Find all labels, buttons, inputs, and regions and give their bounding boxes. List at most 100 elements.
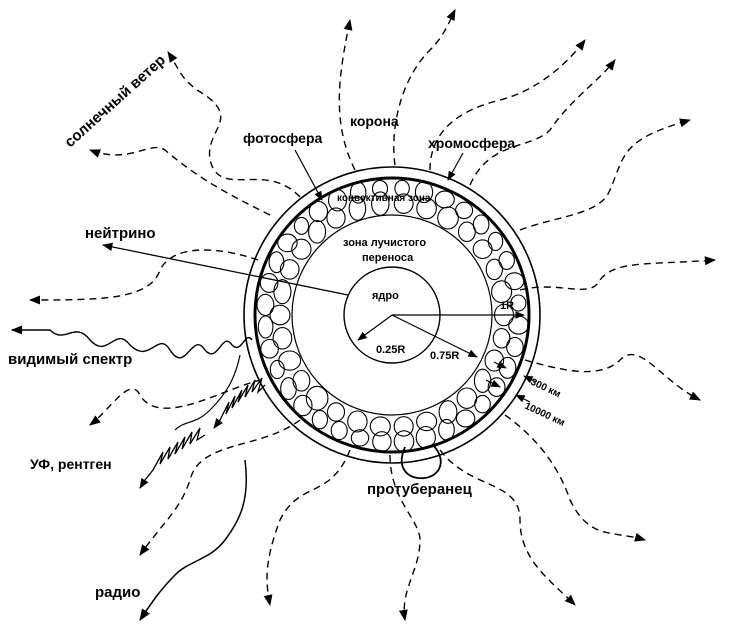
radius-025r-label: 0.25R bbox=[376, 344, 405, 356]
chromosphere-outer-circle bbox=[243, 166, 541, 464]
uv-xray-label: УФ, рентген bbox=[30, 456, 112, 472]
solar-wind-label: солнечный ветер bbox=[61, 52, 169, 151]
visible-spectrum-wave bbox=[10, 325, 253, 359]
wind-line bbox=[393, 8, 456, 166]
wind-line bbox=[28, 249, 259, 305]
radius-075r-label: 0.75R bbox=[430, 350, 459, 362]
convection-cell bbox=[456, 387, 478, 409]
convection-cell bbox=[327, 189, 348, 212]
wind-line bbox=[469, 59, 616, 186]
radiative-zone-label-line2: переноса bbox=[362, 252, 414, 264]
prominence-loop bbox=[400, 443, 442, 480]
wind-line bbox=[167, 51, 301, 198]
callout-lines bbox=[294, 149, 537, 403]
convection-cell bbox=[269, 359, 285, 380]
convection-cell bbox=[278, 350, 302, 371]
convection-cell bbox=[292, 369, 311, 392]
convection-cell bbox=[455, 409, 476, 428]
km10000-tick-upper bbox=[485, 379, 501, 388]
photosphere-label: фотосфера bbox=[243, 130, 322, 146]
convection-cell bbox=[293, 216, 310, 235]
convection-cell bbox=[350, 429, 370, 447]
convection-cell bbox=[291, 238, 312, 260]
wind-line bbox=[519, 256, 717, 291]
convection-cell bbox=[474, 394, 491, 414]
wind-line bbox=[524, 353, 702, 401]
convection-cell bbox=[506, 336, 524, 358]
radius-1r-label: 1R bbox=[500, 300, 514, 312]
radius-075r-arrow bbox=[391, 314, 478, 358]
convection-cell bbox=[308, 200, 329, 223]
convective-zone-label: конвективная зона bbox=[337, 193, 431, 204]
wind-line bbox=[429, 39, 586, 171]
convection-cell bbox=[277, 233, 298, 253]
convection-cell bbox=[269, 304, 291, 326]
core-label: ядро bbox=[372, 290, 399, 302]
convection-cell bbox=[260, 338, 279, 359]
convection-cell bbox=[348, 196, 367, 221]
chromosphere-label: хромосфера bbox=[428, 135, 515, 151]
convection-cell bbox=[487, 377, 506, 397]
neutrino-arrow bbox=[101, 242, 349, 296]
convection-cell bbox=[394, 179, 410, 198]
convection-cell bbox=[305, 385, 329, 411]
radius-arrows bbox=[357, 311, 525, 358]
convection-cell bbox=[369, 416, 391, 437]
convection-cell bbox=[272, 327, 293, 350]
wind-line bbox=[504, 414, 647, 542]
convection-cell bbox=[438, 418, 455, 441]
km10000-label: 10000 км bbox=[523, 401, 567, 429]
visible-spectrum-label: видимый спектр bbox=[8, 351, 132, 368]
convection-cell bbox=[492, 328, 511, 349]
convection-cell bbox=[485, 258, 503, 281]
wind-line bbox=[519, 118, 692, 231]
convection-cell bbox=[326, 402, 346, 422]
radius-025r-arrow bbox=[357, 314, 393, 341]
wind-line bbox=[89, 379, 263, 426]
chromosphere-callout bbox=[447, 152, 464, 181]
convection-cell bbox=[438, 400, 458, 424]
convection-cell bbox=[268, 251, 285, 274]
convection-cell bbox=[257, 315, 274, 339]
convection-cell bbox=[371, 179, 389, 198]
wind-line bbox=[338, 18, 356, 171]
convection-cell bbox=[457, 221, 476, 243]
neutrino-label: нейтрино bbox=[85, 225, 156, 242]
convection-cell bbox=[293, 394, 313, 417]
convection-cell bbox=[487, 231, 504, 252]
radiative-zone-label-line1: зона лучистого bbox=[343, 237, 426, 249]
corona-label: корона bbox=[350, 113, 399, 129]
convection-cell bbox=[415, 425, 436, 449]
km300-label: 300 км bbox=[529, 377, 563, 400]
convection-cell bbox=[280, 377, 297, 401]
solar-wind-streamlines bbox=[28, 8, 717, 622]
convection-cell bbox=[484, 349, 505, 372]
convection-cell bbox=[416, 197, 437, 220]
wind-line bbox=[139, 419, 301, 556]
wind-line bbox=[88, 146, 271, 216]
convection-cell bbox=[326, 207, 346, 229]
prominence-label: протуберанец bbox=[367, 481, 473, 498]
convection-cell bbox=[347, 410, 368, 433]
km300-tick-lower bbox=[523, 375, 537, 384]
convection-cell bbox=[371, 191, 390, 216]
convection-cell bbox=[472, 239, 493, 260]
convection-cell bbox=[311, 409, 329, 430]
convection-cell bbox=[472, 214, 490, 235]
convection-cell bbox=[349, 181, 367, 204]
km300-tick-upper bbox=[493, 360, 507, 369]
convection-cell bbox=[393, 416, 414, 437]
wind-line bbox=[263, 449, 351, 607]
convection-cell bbox=[504, 272, 525, 291]
convection-cell bbox=[416, 411, 438, 432]
wind-line bbox=[439, 449, 576, 606]
visible-spectrum-line bbox=[174, 354, 241, 431]
wind-line bbox=[389, 454, 421, 622]
km10000-tick-lower bbox=[515, 394, 531, 403]
convection-cell bbox=[510, 294, 527, 312]
convection-cell bbox=[434, 190, 455, 209]
convection-cell bbox=[508, 315, 530, 335]
convection-cell bbox=[455, 201, 474, 220]
photosphere-circle bbox=[253, 176, 531, 454]
